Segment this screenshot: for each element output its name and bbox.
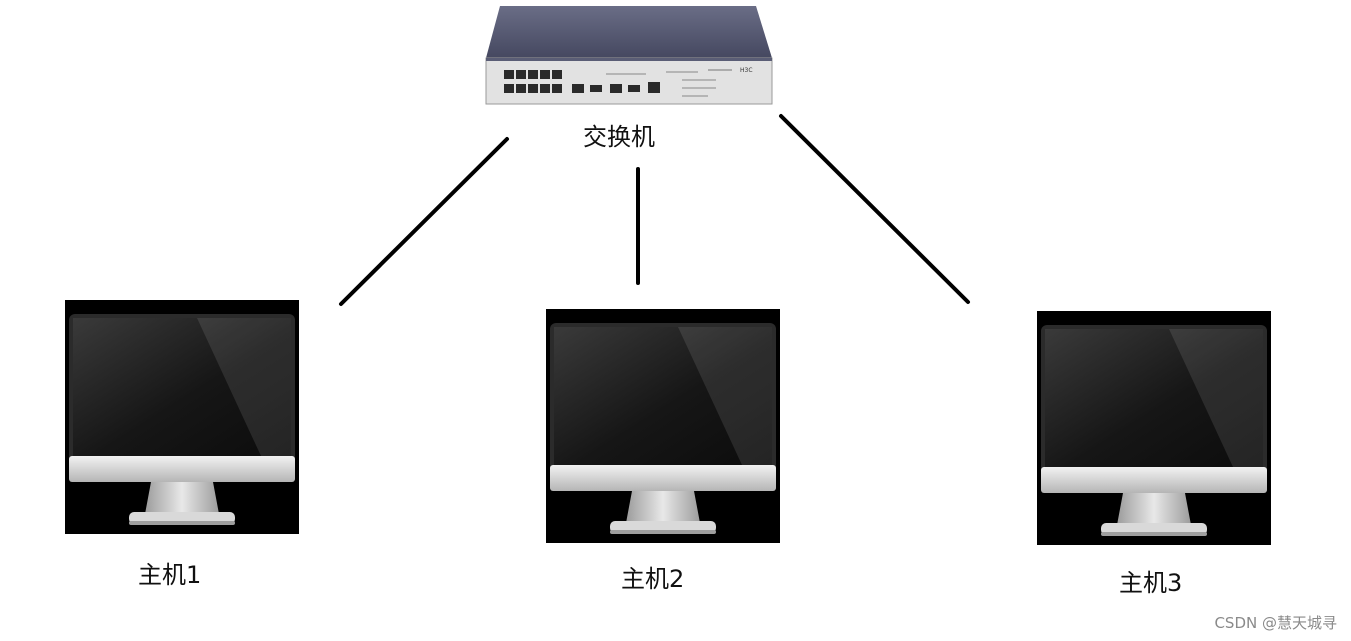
link-switch-host1 [339, 137, 509, 306]
switch-brand-mark: H3C [740, 67, 753, 74]
host-1-label: 主机1 [138, 561, 202, 589]
switch-label: 交换机 [583, 123, 655, 151]
host-3-label: 主机3 [1119, 569, 1183, 597]
host-2-monitor-icon [546, 309, 780, 543]
network-switch-icon: H3C [485, 6, 773, 105]
connection-lines [339, 114, 970, 306]
host-1-monitor-icon [65, 300, 299, 534]
host-2-label: 主机2 [621, 565, 685, 593]
link-switch-host3 [779, 114, 970, 304]
watermark: CSDN @慧天城寻 [1214, 614, 1337, 632]
host-3-monitor-icon [1037, 311, 1271, 545]
